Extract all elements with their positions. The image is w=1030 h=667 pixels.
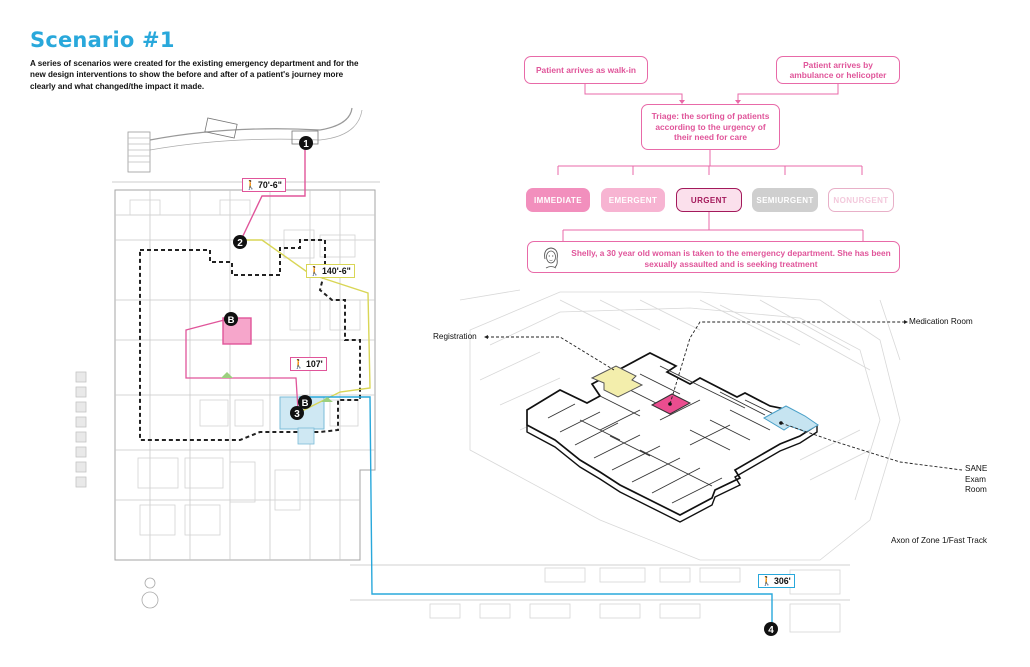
marker-1-label: 1 — [303, 139, 309, 150]
axon-drawing — [459, 289, 963, 561]
distance-value: 140'-6" — [322, 266, 351, 276]
level-urgent: URGENT — [676, 188, 742, 212]
marker-b-sane: B — [298, 395, 312, 409]
axon-sane-room — [762, 405, 819, 433]
marker-b-medication: B — [224, 312, 238, 326]
triage-box: Triage: the sorting of patients accordin… — [641, 104, 780, 150]
level-immediate: IMMEDIATE — [526, 188, 590, 212]
marker-2: 2 — [233, 235, 247, 249]
axon-registration-room — [590, 365, 644, 398]
callout-sane-room: SANE Exam Room — [965, 464, 988, 494]
page-title: Scenario #1 — [30, 28, 175, 52]
distance-value: 107' — [306, 359, 323, 369]
level-semiurgent-text: SEMIURGENT — [756, 195, 814, 205]
marker-1: 1 — [299, 136, 313, 150]
walking-person-icon: 🚶 — [293, 358, 305, 369]
distance-value: 306' — [774, 576, 791, 586]
marker-3: 3 — [290, 406, 304, 420]
walking-person-icon: 🚶 — [761, 575, 773, 586]
walking-person-icon: 🚶 — [309, 265, 321, 276]
distance-label-2-3: 🚶140'-6" — [306, 264, 355, 278]
distance-label-1-2: 🚶70'-6" — [242, 178, 286, 192]
ambulance-text: Patient arrives by ambulance or helicopt… — [789, 59, 887, 81]
walking-person-icon: 🚶 — [245, 179, 257, 190]
level-urgent-text: URGENT — [690, 195, 728, 205]
ambulance-box: Patient arrives by ambulance or helicopt… — [776, 56, 900, 84]
scenario-text: Shelly, a 30 year old woman is taken to … — [571, 248, 891, 269]
flowchart-connectors — [557, 84, 864, 241]
callout-registration: Registration — [433, 332, 477, 341]
path-yellow-2-to-3 — [241, 239, 371, 413]
floor-plan — [75, 107, 850, 633]
path-pink-1-to-2 — [240, 143, 306, 241]
distance-label-3-4: 🚶306' — [758, 574, 795, 588]
marker-4: 4 — [764, 622, 778, 636]
level-nonurgent-text: NONURGENT — [833, 195, 889, 205]
level-emergent: EMERGENT — [601, 188, 665, 212]
level-emergent-text: EMERGENT — [608, 195, 658, 205]
marker-2-label: 2 — [237, 238, 243, 249]
marker-b2-label: B — [302, 398, 309, 409]
walkin-text: Patient arrives as walk-in — [535, 64, 637, 75]
distance-value: 70'-6" — [258, 180, 282, 190]
level-immediate-text: IMMEDIATE — [534, 195, 582, 205]
marker-4-label: 4 — [768, 625, 774, 636]
walkin-box: Patient arrives as walk-in — [524, 56, 648, 84]
path-pink-room-loop — [185, 317, 299, 411]
marker-b1-label: B — [228, 315, 235, 326]
marker-3-label: 3 — [294, 409, 300, 420]
triage-text: Triage: the sorting of patients accordin… — [651, 111, 770, 143]
level-semiurgent: SEMIURGENT — [752, 188, 818, 212]
callout-medication-room: Medication Room — [909, 317, 973, 326]
distance-label-b: 🚶107' — [290, 357, 327, 371]
scenario-box: Shelly, a 30 year old woman is taken to … — [527, 241, 900, 273]
woman-portrait-icon — [544, 247, 558, 269]
intro-text: A series of scenarios were created for t… — [30, 59, 359, 91]
axon-caption: Axon of Zone 1/Fast Track — [891, 536, 988, 545]
level-nonurgent: NONURGENT — [828, 188, 894, 212]
